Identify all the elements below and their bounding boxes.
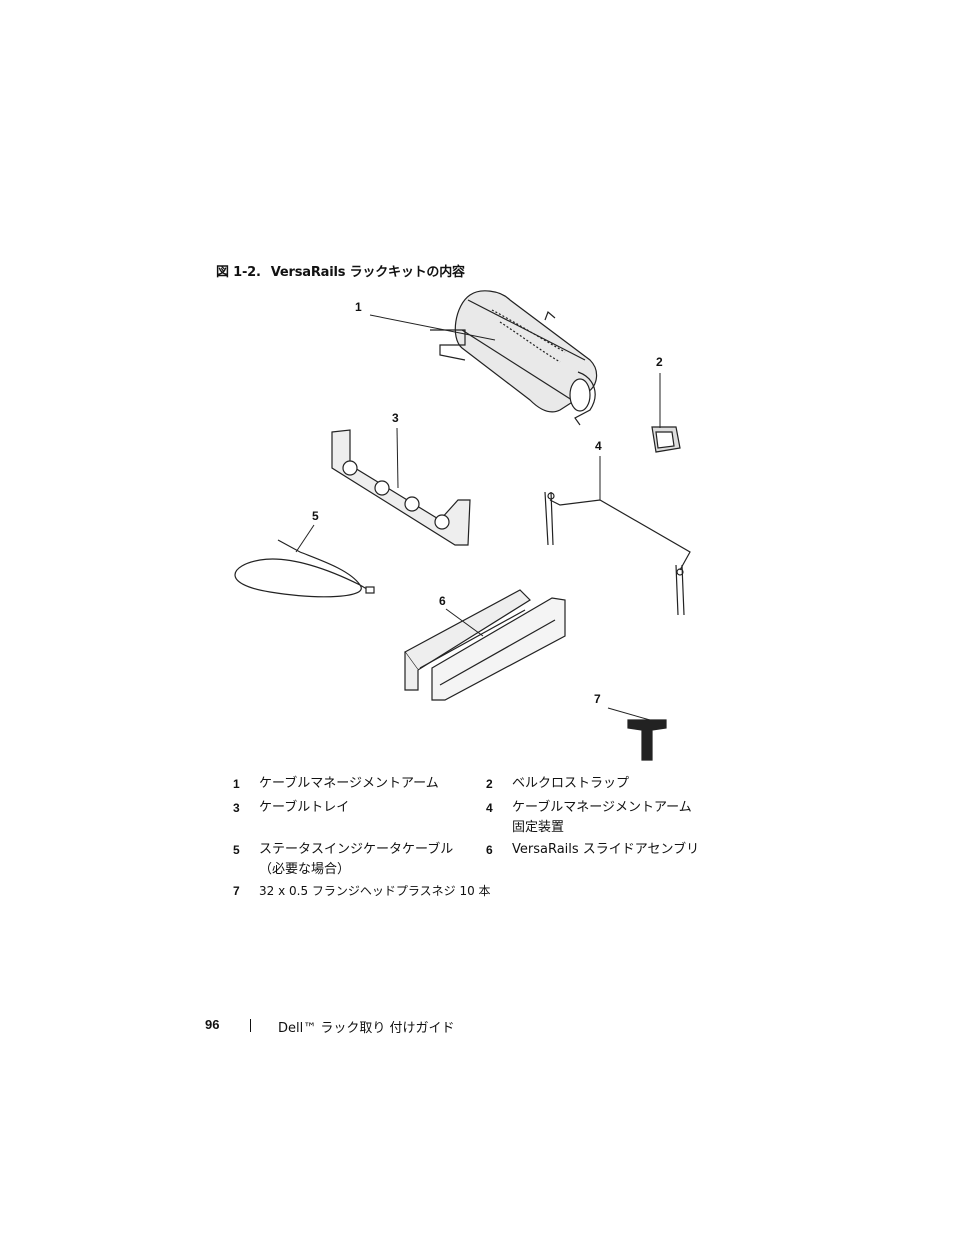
- retainer-drawing: [544, 491, 691, 616]
- figure-title: VersaRails ラックキットの内容: [270, 265, 465, 280]
- callout-5: 5: [312, 509, 319, 523]
- page-number: 96: [205, 1017, 220, 1032]
- cable-tray-drawing: [331, 429, 471, 546]
- status-cable-drawing: [234, 539, 375, 598]
- legend-text-4: ケーブルマネージメントアーム固定装置: [512, 800, 692, 835]
- callout-6: 6: [439, 594, 446, 608]
- legend-text-3: ケーブルトレイ: [259, 800, 350, 815]
- callout-3: 3: [392, 411, 399, 425]
- callout-1: 1: [355, 300, 362, 314]
- document-title: Dell™ ラック取り 付けガイド: [278, 1021, 455, 1036]
- callout-2: 2: [656, 355, 663, 369]
- legend-text-1: ケーブルマネージメントアーム: [259, 776, 439, 791]
- legend-num-7: 7: [233, 884, 240, 898]
- legend-num-6: 6: [486, 843, 493, 857]
- velcro-strap-drawing: [651, 426, 681, 453]
- legend-num-2: 2: [486, 777, 493, 791]
- cable-management-arm-drawing: [430, 290, 598, 426]
- page-footer: 96 Dell™ ラック取り 付けガイド: [205, 1017, 455, 1036]
- figure-number: 図 1-2.: [216, 265, 261, 280]
- screw-drawing: [627, 719, 667, 761]
- footer-divider: [250, 1019, 251, 1032]
- legend-num-3: 3: [233, 801, 240, 815]
- callout-7: 7: [594, 692, 601, 706]
- legend-num-4: 4: [486, 801, 493, 815]
- legend-text-6: VersaRails スライドアセンブリ: [512, 842, 700, 857]
- legend-text-7: 32 x 0.5 フランジヘッドプラスネジ 10 本: [259, 884, 491, 898]
- slide-rail-drawing: [404, 589, 566, 701]
- callout-leader-lines: [295, 314, 661, 721]
- legend-num-5: 5: [233, 843, 240, 857]
- figure-caption: 図 1-2. VersaRails ラックキットの内容: [216, 261, 465, 280]
- legend-text-5: ステータスインジケータケーブル（必要な場合）: [259, 842, 454, 877]
- legend-text-2: ベルクロストラップ: [512, 776, 630, 791]
- callout-4: 4: [595, 439, 602, 453]
- legend-num-1: 1: [233, 777, 240, 791]
